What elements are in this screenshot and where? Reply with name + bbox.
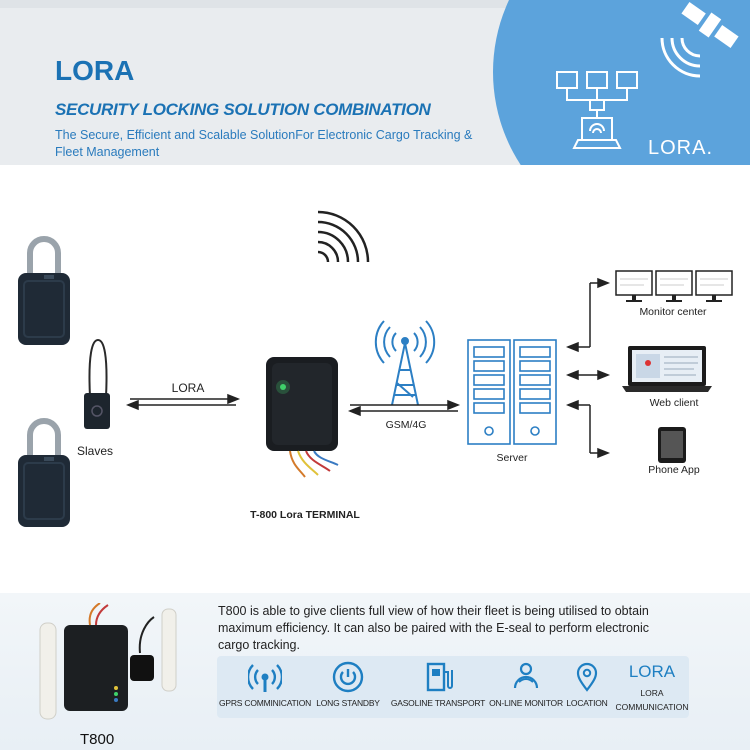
- feature-lora-line1: LORA: [640, 688, 664, 698]
- product-section: T800 T800 is able to give clients full v…: [0, 593, 750, 750]
- feature-gasoline-label: GASOLINE TRANSPORT: [390, 698, 486, 708]
- brand-title: LORA: [55, 55, 135, 86]
- person-monitor-icon: [513, 662, 539, 689]
- banner-description: The Secure, Efficient and Scalable Solut…: [55, 128, 473, 159]
- lora-link-arrows: [125, 393, 241, 411]
- power-icon: [332, 661, 364, 693]
- monitors-icon: [615, 270, 733, 302]
- feature-standby: LONG STANDBY: [313, 656, 383, 718]
- network-illustration-icon: [556, 2, 739, 149]
- padlock-bottom-icon: [18, 418, 70, 527]
- cable-seal-icon: [84, 338, 110, 429]
- lora-logo-text: LORA.: [648, 137, 714, 159]
- feature-standby-label: LONG STANDBY: [316, 698, 380, 708]
- product-description: T800 is able to give clients full view o…: [218, 604, 649, 652]
- feature-online-monitor: ON-LINE MONITOR: [489, 656, 563, 718]
- feature-gasoline: GASOLINE TRANSPORT: [383, 656, 493, 718]
- phone-app-label: Phone App: [648, 464, 700, 476]
- slaves-label: Slaves: [77, 444, 114, 458]
- feature-gprs-label: GPRS COMMINICATION: [218, 698, 312, 708]
- banner-top-stripe: [0, 0, 750, 8]
- monitor-center-label: Monitor center: [639, 306, 707, 318]
- endpoint-arrows: [565, 277, 611, 459]
- feature-gprs: GPRS COMMINICATION: [217, 656, 313, 718]
- lora-link-label: LORA: [171, 381, 205, 395]
- t800-terminal-icon: [266, 357, 339, 478]
- t800-product-photo-icon: [39, 603, 177, 720]
- system-diagram: [18, 210, 733, 527]
- banner-subtitle: SECURITY LOCKING SOLUTION COMBINATION: [55, 100, 431, 119]
- feature-bar: GPRS COMMINICATION LONG STANDBY GASOLINE…: [217, 656, 689, 718]
- gsm-label: GSM/4G: [385, 419, 427, 431]
- padlock-top-icon: [18, 236, 70, 345]
- gsm-link-arrows: [347, 399, 461, 417]
- header-banner: LORA SECURITY LOCKING SOLUTION COMBINATI…: [0, 0, 750, 165]
- feature-lora: LORA LORA COMMUNICATION: [615, 656, 689, 718]
- feature-location-label: LOCATION: [566, 698, 608, 708]
- web-client-label: Web client: [649, 397, 699, 409]
- cell-tower-icon: [374, 320, 436, 406]
- terminal-label: T-800 Lora TERMINAL: [250, 509, 360, 521]
- location-pin-icon: [576, 662, 598, 692]
- feature-location: LOCATION: [559, 656, 615, 718]
- wireless-waves-icon: [317, 210, 370, 263]
- feature-online-monitor-label: ON-LINE MONITOR: [489, 698, 563, 708]
- fuel-pump-icon: [426, 662, 453, 692]
- server-icon: [467, 339, 557, 445]
- signal-icon: [248, 664, 282, 692]
- server-label: Server: [496, 452, 528, 464]
- laptop-icon: [622, 346, 712, 392]
- product-label: T800: [80, 731, 115, 748]
- feature-lora-title: LORA: [628, 662, 676, 681]
- tablet-icon: [658, 427, 686, 463]
- feature-lora-line2: COMMUNICATION: [615, 702, 689, 712]
